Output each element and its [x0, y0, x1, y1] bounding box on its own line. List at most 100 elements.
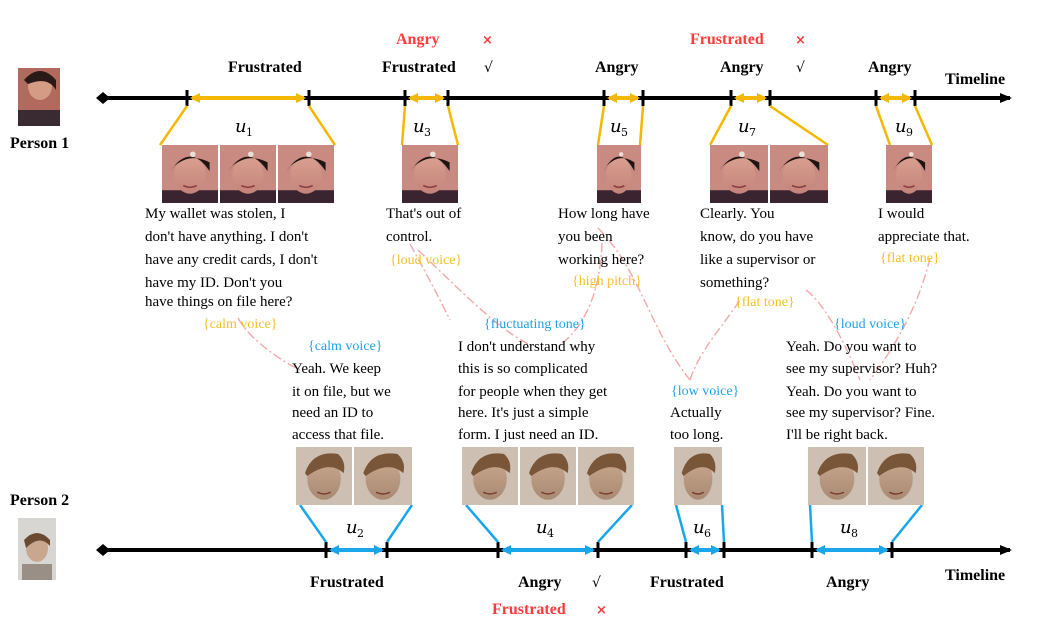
u6-text-line: too long.	[670, 427, 723, 443]
u4-predicted-emotion: Frustrated	[492, 601, 566, 618]
person1-face-thumbnails	[162, 145, 932, 203]
u7-correct-mark: √	[796, 60, 805, 76]
u2-text-line: it on file, but we	[292, 384, 391, 400]
u1-emotion: Frustrated	[228, 59, 302, 76]
person2-face-thumbnails	[296, 447, 924, 505]
dialog-flow-line	[238, 228, 930, 380]
u8-text-line: see my supervisor? Fine.	[786, 405, 935, 421]
u7-emotion: Angry	[720, 59, 764, 76]
u3-symbol: u	[413, 116, 425, 137]
u9-text-line: I would	[878, 206, 925, 222]
u1-text-line: My wallet was stolen, I	[145, 206, 285, 222]
u3-text-line: That's out of	[386, 206, 461, 222]
person2-face-thumbnail	[354, 447, 412, 505]
person1-face-thumbnail	[162, 145, 218, 203]
u7-subscript: 7	[749, 126, 756, 139]
u7-text-line: something?	[700, 275, 769, 291]
person1-label: Person 1	[10, 135, 69, 152]
u9-text: I would appreciate that.	[878, 206, 970, 245]
u4-subscript: 4	[547, 527, 554, 540]
u8-text-line: I'll be right back.	[786, 427, 888, 443]
u5-subscript: 5	[621, 126, 628, 139]
person2-face-thumbnail	[520, 447, 576, 505]
u9-subscript: 9	[906, 126, 913, 139]
u3-subscript: 3	[424, 126, 431, 139]
person2-face-thumbnail	[462, 447, 518, 505]
person2-face-thumbnail	[578, 447, 634, 505]
u3-voice-cue: {loud voice}	[390, 253, 462, 268]
person1-face-thumbnail	[770, 145, 828, 203]
u6-voice-cue: {low voice}	[671, 384, 739, 399]
u8-text: Yeah. Do you want to see my supervisor? …	[786, 339, 941, 443]
u2-emotion: Frustrated	[310, 574, 384, 591]
u4-text-line: here. It's just a simple	[458, 405, 589, 421]
u1-subscript: 1	[246, 126, 253, 139]
u2-text: Yeah. We keep it on file, but we need an…	[292, 361, 394, 443]
u7-text-line: Clearly. You	[700, 206, 775, 222]
u4-correct-mark: √	[592, 575, 601, 591]
u7-text: Clearly. You know, do you have like a su…	[700, 206, 819, 291]
u1-text: My wallet was stolen, I don't have anyth…	[145, 206, 321, 310]
person1-face-thumbnail	[402, 145, 458, 203]
u4-wrong-mark: ×	[596, 603, 607, 618]
u6-text: Actually too long.	[670, 405, 725, 443]
u4-text-line: this is so complicated	[458, 361, 588, 377]
u2-symbol: u	[346, 517, 358, 538]
u4-voice-cue: {fluctuating tone}	[484, 317, 586, 332]
u4-text-line: for people when they get	[458, 384, 608, 400]
u8-subscript: 8	[851, 527, 858, 540]
timeline-label-top: Timeline	[945, 71, 1005, 88]
u1-text-line: have my ID. Don't you	[145, 275, 283, 291]
u9-text-line: appreciate that.	[878, 229, 970, 245]
u6-subscript: 6	[704, 527, 711, 540]
u5-text-line: working here?	[558, 252, 645, 268]
u3-correct-mark: √	[484, 60, 493, 76]
person1-avatar	[18, 68, 60, 126]
u7-symbol: u	[738, 116, 750, 137]
u2-text-line: need an ID to	[292, 405, 373, 421]
u8-text-line: Yeah. Do you want to	[786, 384, 917, 400]
u7-text-line: like a supervisor or	[700, 252, 815, 268]
u9-emotion: Angry	[868, 59, 912, 76]
u2-subscript: 2	[357, 527, 364, 540]
person2-label: Person 2	[10, 492, 69, 509]
timeline-label-bottom: Timeline	[945, 567, 1005, 584]
u4-text-line: form. I just need an ID.	[458, 427, 598, 443]
u1-text-line: have things on file here?	[145, 294, 293, 310]
u3-predicted-emotion: Angry	[396, 31, 440, 48]
u9-voice-cue: {flat tone}	[880, 251, 940, 266]
person2-face-thumbnail	[868, 447, 924, 505]
person1-face-thumbnail	[886, 145, 932, 203]
u8-text-line: see my supervisor? Huh?	[786, 361, 938, 377]
u1-voice-cue: {calm voice}	[203, 317, 277, 332]
u4-emotion: Angry	[518, 574, 562, 591]
u1-text-line: don't have anything. I don't	[145, 229, 309, 245]
u5-symbol: u	[610, 116, 622, 137]
u1-symbol: u	[235, 116, 247, 137]
u6-text-line: Actually	[670, 405, 722, 421]
u2-text-line: Yeah. We keep	[292, 361, 381, 377]
u3-text: That's out of control.	[386, 206, 465, 245]
u1-text-line: have any credit cards, I don't	[145, 252, 318, 268]
u5-voice-cue: {high pitch}	[572, 274, 642, 289]
person1-face-thumbnail	[710, 145, 768, 203]
u5-text: How long have you been working here?	[558, 206, 653, 268]
person2-face-thumbnail	[674, 447, 722, 505]
u5-emotion: Angry	[595, 59, 639, 76]
person1-face-thumbnail	[220, 145, 276, 203]
u7-wrong-mark: ×	[795, 33, 806, 48]
u5-text-line: How long have	[558, 206, 650, 222]
person2-avatar	[18, 518, 56, 580]
u6-symbol: u	[693, 517, 705, 538]
u6-emotion: Frustrated	[650, 574, 724, 591]
u7-predicted-emotion: Frustrated	[690, 31, 764, 48]
u3-wrong-mark: ×	[482, 33, 493, 48]
person1-face-thumbnail	[597, 145, 641, 203]
u4-text: I don't understand why this is so compli…	[458, 339, 611, 443]
person1-face-thumbnail	[278, 145, 334, 203]
person2-face-thumbnail	[808, 447, 866, 505]
u7-text-line: know, do you have	[700, 229, 814, 245]
u2-text-line: access that file.	[292, 427, 384, 443]
